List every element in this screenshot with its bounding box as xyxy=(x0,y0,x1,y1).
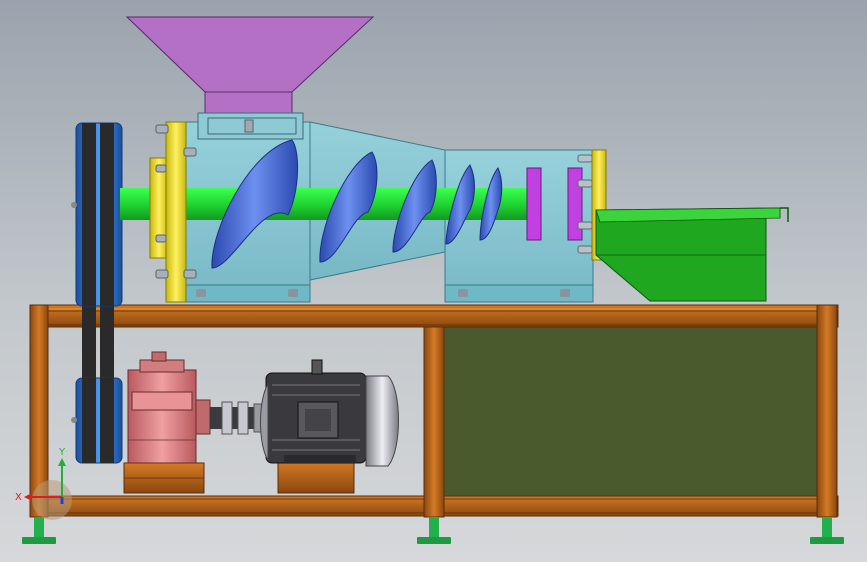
flange-outer xyxy=(165,121,187,303)
gearbox-body xyxy=(127,369,197,464)
foot-left xyxy=(22,517,56,544)
side-panel xyxy=(443,326,818,498)
feed-hopper xyxy=(125,16,375,140)
screw-flight-2 xyxy=(319,151,378,263)
foot-right xyxy=(810,517,844,544)
shaft-coupling xyxy=(210,401,267,435)
gear-reducer xyxy=(123,351,211,494)
screw-flight-4 xyxy=(445,164,475,245)
frame-leg-right xyxy=(816,304,838,518)
chute-body xyxy=(595,207,781,302)
screw-flight-3 xyxy=(392,159,437,253)
upper-pulley xyxy=(71,122,123,307)
triad-y-label: Y xyxy=(58,447,66,458)
leveling-feet xyxy=(22,517,844,544)
motor-fan-cover xyxy=(365,375,399,467)
belt-drive xyxy=(71,122,123,464)
screw-flight-1 xyxy=(211,139,299,269)
lower-pulley xyxy=(71,377,123,464)
top-beam xyxy=(29,304,839,328)
coordinate-triad: Y X xyxy=(15,447,72,520)
hopper-funnel xyxy=(125,16,375,116)
flange-inner xyxy=(149,157,169,259)
screw-flight-5 xyxy=(479,167,503,241)
foot-middle xyxy=(417,517,451,544)
screw-flights xyxy=(211,139,503,269)
bearing-flanges xyxy=(149,121,197,303)
frame-leg-middle xyxy=(423,326,445,518)
die-ring-1 xyxy=(526,167,542,241)
triad-x-label: X xyxy=(15,492,22,503)
motor-base xyxy=(277,461,355,494)
electric-motor xyxy=(260,359,399,494)
discharge-chute xyxy=(595,207,789,302)
